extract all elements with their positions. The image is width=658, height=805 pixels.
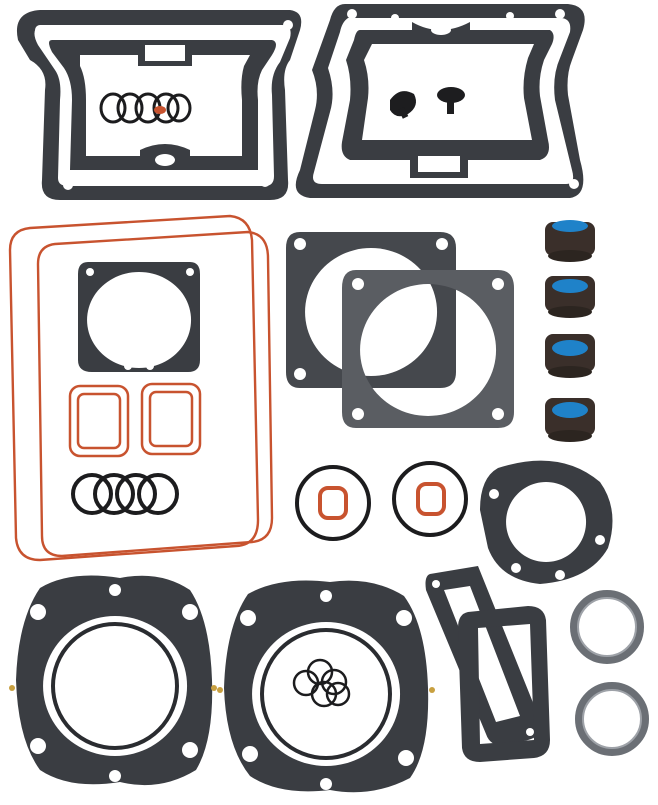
rocker-cover-gasket-right (295, 4, 585, 198)
oil-passage-rings (295, 461, 468, 541)
valve-stem-seals (545, 220, 595, 442)
cylinder-base-gaskets (286, 232, 514, 428)
tappet-cover-gaskets (425, 566, 550, 762)
pushrod-gaskets (68, 382, 202, 458)
dowel-o-rings (292, 658, 351, 708)
rubber-plugs (390, 87, 465, 119)
base-gasket-small (78, 262, 200, 372)
cam-plate-gasket (480, 460, 613, 584)
exhaust-rings (570, 590, 649, 756)
head-gasket-right (217, 580, 435, 793)
pushrod-o-rings (71, 473, 179, 515)
small-o-rings (99, 92, 192, 124)
head-gasket-left (9, 575, 217, 786)
primary-cover-gaskets (8, 214, 274, 562)
rocker-cover-gasket-left (16, 10, 302, 200)
